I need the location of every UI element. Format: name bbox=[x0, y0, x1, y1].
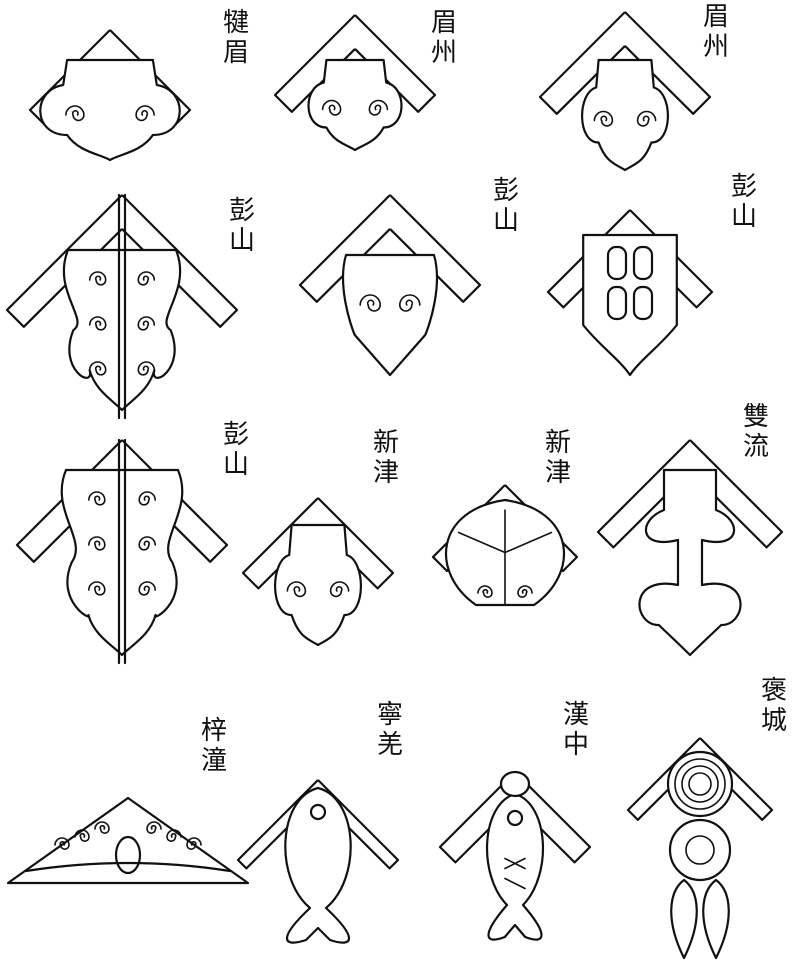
label-pengshan-3: 彭山 bbox=[730, 172, 757, 232]
scroll-l0-3 bbox=[88, 271, 107, 286]
ornament-12 bbox=[485, 792, 545, 941]
window-3-5 bbox=[632, 285, 654, 321]
board-right-12 bbox=[514, 771, 592, 864]
coin-flower-center-13 bbox=[685, 835, 715, 865]
coin-ring-3-13 bbox=[688, 772, 712, 796]
scroll-right-0 bbox=[135, 105, 155, 122]
label-ningqiang: 寧羌 bbox=[376, 700, 403, 760]
coin-ring-1-13 bbox=[674, 758, 726, 810]
board-right-2 bbox=[624, 11, 712, 115]
board-right-9 bbox=[689, 439, 784, 549]
leaf-curl-r-8 bbox=[517, 585, 533, 598]
ornament-0 bbox=[39, 58, 181, 162]
scroll-right-4 bbox=[398, 294, 421, 312]
figure-6 bbox=[15, 438, 229, 665]
window-1-5 bbox=[632, 245, 654, 281]
label-zitong: 梓潼 bbox=[200, 716, 227, 776]
label-meizhou-2: 眉州 bbox=[702, 2, 729, 62]
coin-ring-2-13 bbox=[681, 765, 719, 803]
label-pengshan-4: 彭山 bbox=[222, 420, 249, 480]
scroll-left-2 bbox=[593, 110, 614, 127]
scroll-l2-6 bbox=[88, 581, 106, 596]
scroll-r2-3 bbox=[137, 361, 156, 376]
scroll-l2-3 bbox=[88, 361, 107, 376]
ornament-7 bbox=[274, 523, 362, 647]
fish-ring-12 bbox=[499, 770, 531, 798]
figure-3 bbox=[5, 193, 239, 420]
window-0-5 bbox=[606, 245, 628, 281]
figure-11 bbox=[236, 779, 400, 944]
board-left-12 bbox=[438, 771, 516, 864]
scroll-right-1 bbox=[368, 99, 389, 116]
figure-8 bbox=[431, 484, 579, 607]
leaf-vein-r-8 bbox=[504, 531, 553, 554]
fish-scales-12 bbox=[504, 857, 526, 890]
ornament-11 bbox=[284, 786, 352, 944]
fish-eye-12 bbox=[506, 809, 524, 827]
label-baocheng: 褒城 bbox=[760, 676, 787, 736]
scroll-l1-6 bbox=[88, 536, 106, 551]
scroll-r0-3 bbox=[137, 271, 156, 286]
gable-scroll-l2-10 bbox=[94, 821, 110, 834]
figure-2 bbox=[538, 11, 712, 172]
scroll-l1-3 bbox=[88, 316, 107, 331]
leaf-curl-l-8 bbox=[477, 585, 493, 598]
board-left-2 bbox=[538, 11, 626, 115]
gable-center-10 bbox=[114, 835, 142, 875]
ornament-5 bbox=[582, 233, 678, 377]
label-shuangliu: 雙流 bbox=[742, 402, 769, 462]
scroll-r1-3 bbox=[137, 316, 156, 331]
scroll-left-7 bbox=[286, 581, 307, 598]
figure-1 bbox=[273, 14, 437, 152]
ornament-9 bbox=[638, 468, 742, 657]
label-qianmei: 犍眉 bbox=[222, 8, 249, 68]
fish-eye-11 bbox=[309, 803, 327, 821]
gable-scroll-l1-10 bbox=[74, 829, 90, 842]
board-left-9 bbox=[596, 439, 691, 549]
scroll-l0-6 bbox=[88, 491, 106, 506]
ornament-1 bbox=[307, 58, 403, 152]
gable-scroll-r2-10 bbox=[146, 821, 162, 834]
gable-band-10 bbox=[24, 861, 232, 873]
label-meizhou-1: 眉州 bbox=[430, 8, 457, 68]
ornament-3 bbox=[62, 248, 182, 412]
label-pengshan-2: 彭山 bbox=[492, 176, 519, 236]
label-xinjin-1: 新津 bbox=[372, 428, 399, 488]
fish-left-13 bbox=[670, 878, 698, 960]
figure-9 bbox=[596, 439, 784, 657]
figure-12 bbox=[438, 770, 592, 941]
scroll-r0-6 bbox=[138, 491, 156, 506]
coin-top-13 bbox=[666, 750, 734, 818]
gable-scroll-r0-10 bbox=[186, 837, 202, 850]
ornament-4 bbox=[342, 253, 438, 377]
scroll-left-0 bbox=[65, 105, 85, 122]
scroll-right-7 bbox=[329, 581, 350, 598]
label-xinjin-2: 新津 bbox=[544, 428, 571, 488]
fish-right-13 bbox=[702, 878, 730, 960]
leaf-vein-l-8 bbox=[457, 531, 506, 554]
ornament-2 bbox=[581, 58, 669, 172]
coin-flower-13 bbox=[668, 818, 732, 882]
scroll-right-2 bbox=[636, 110, 657, 127]
label-pengshan-1: 彭山 bbox=[228, 196, 255, 256]
scroll-r2-6 bbox=[138, 581, 156, 596]
ornament-10 bbox=[6, 796, 250, 885]
gable-scroll-r1-10 bbox=[166, 829, 182, 842]
window-2-5 bbox=[606, 285, 628, 321]
scroll-r1-6 bbox=[138, 536, 156, 551]
figure-5 bbox=[546, 209, 714, 377]
figure-4 bbox=[298, 194, 482, 377]
ornament-6 bbox=[60, 468, 184, 657]
label-hanzhong: 漢中 bbox=[562, 700, 589, 760]
figure-13 bbox=[626, 737, 774, 960]
scroll-left-4 bbox=[359, 294, 382, 312]
figure-0 bbox=[28, 29, 192, 162]
gable-scroll-l0-10 bbox=[54, 837, 70, 850]
figure-7 bbox=[241, 497, 395, 647]
scroll-left-1 bbox=[321, 99, 342, 116]
figure-10 bbox=[6, 796, 250, 885]
